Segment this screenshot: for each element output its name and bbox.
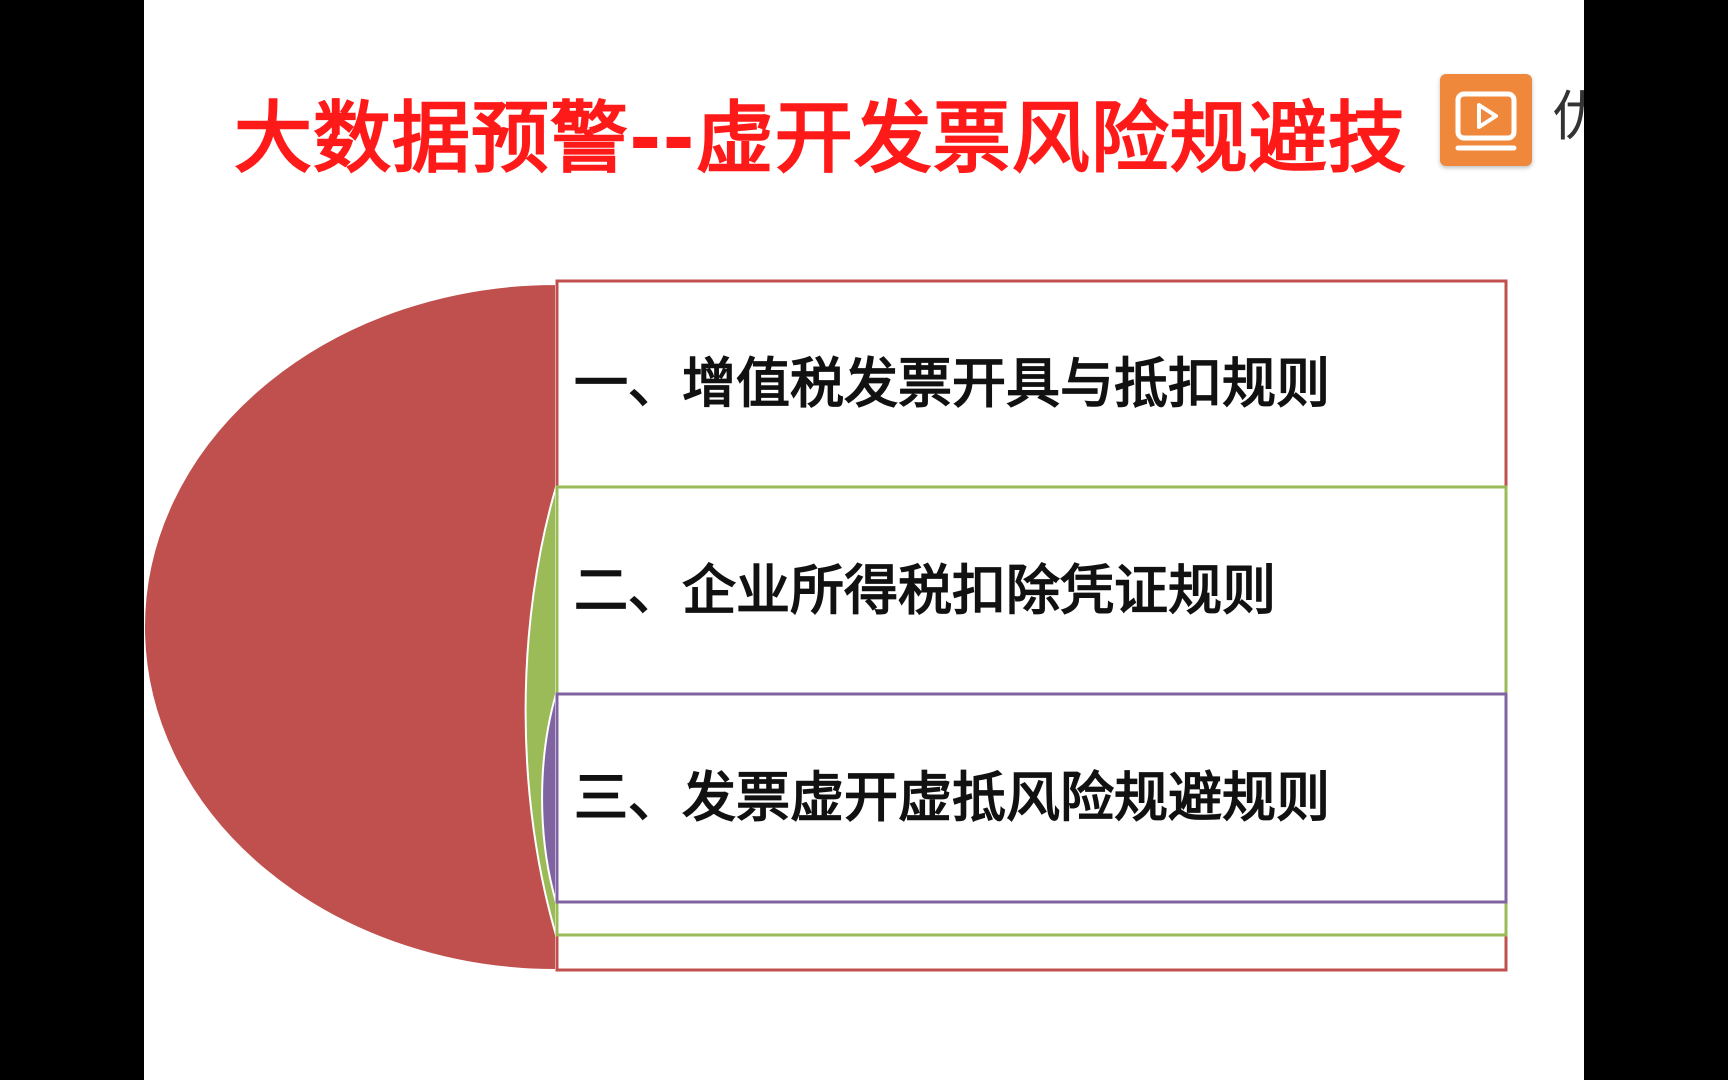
box-item-3 (555, 692, 1508, 904)
arc-item-1 (144, 282, 557, 972)
arc-item-3 (541, 693, 557, 903)
slide-title: 大数据预警--虚开发票风险规避技 (234, 94, 1407, 184)
item-label-2: 二、企业所得税扣除凭证规则 (574, 559, 1276, 622)
video-play-icon (1455, 91, 1517, 151)
nested-arc-diagram (144, 279, 1508, 972)
item-label-1: 一、增值税发票开具与抵扣规则 (574, 352, 1330, 415)
slide: 大数据预警--虚开发票风险规避技 优 一、增值税发票开具与抵扣规则 二、企业所得… (144, 0, 1584, 1080)
logo-badge (1440, 74, 1532, 166)
item-label-3: 三、发票虚开虚抵风险规避规则 (574, 766, 1330, 829)
box-item-2 (555, 485, 1508, 937)
logo-text: 优 (1552, 85, 1584, 148)
